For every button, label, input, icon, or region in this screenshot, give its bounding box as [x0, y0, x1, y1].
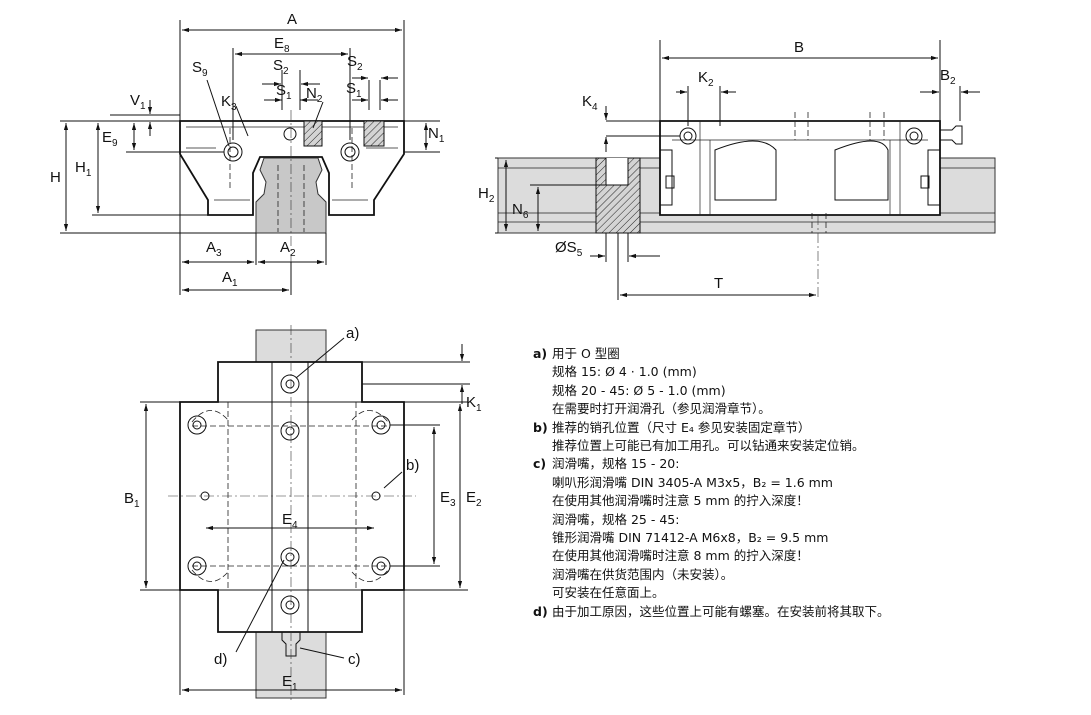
note-line: 推荐的销孔位置（尺寸 E₄ 参见安装固定章节）	[552, 419, 811, 435]
dim-B1: B1	[124, 490, 140, 510]
dim-V1: V1	[130, 92, 146, 112]
dim-N6: N6	[512, 201, 529, 221]
dim-E3: E3	[440, 489, 456, 509]
note-key: d)	[533, 603, 548, 619]
dim-E2: E2	[466, 489, 482, 509]
notes-list: a) 用于 O 型圈规格 15: Ø 4 · 1.0 (mm) 规格 20 - 45…	[533, 345, 1073, 621]
note-line: 喇叭形润滑嘴 DIN 3405-A M3x5，B₂ = 1.6 mm	[552, 474, 833, 490]
dim-H: H	[50, 169, 61, 186]
dim-S1-right: S1	[346, 80, 362, 100]
note-line: 规格 20 - 45: Ø 5 - 1.0 (mm)	[552, 382, 726, 398]
dim-K3: K3	[221, 93, 237, 113]
side-view-labels: B K2 B2 K4 H2 N6 ØS5 T	[478, 39, 956, 292]
dim-E1: E1	[282, 673, 298, 693]
dim-E4: E4	[282, 511, 298, 531]
dim-H1: H1	[75, 159, 92, 179]
dim-S1-left: S1	[276, 82, 292, 102]
dim-S2-left: S2	[273, 57, 289, 77]
note-line: 规格 15: Ø 4 · 1.0 (mm)	[552, 364, 697, 380]
note-key: c)	[533, 456, 547, 472]
callout-a: a)	[346, 325, 359, 342]
note-body: 用于 O 型圈规格 15: Ø 4 · 1.0 (mm) 规格 20 - 45: …	[552, 345, 771, 419]
dim-N2: N2	[306, 85, 323, 105]
note-line: 润滑嘴，规格 15 - 20:	[552, 456, 680, 472]
note-line: 在使用其他润滑嘴时注意 5 mm 的拧入深度！	[552, 493, 809, 509]
dim-N1: N1	[428, 125, 445, 145]
note-item: b)推荐的销孔位置（尺寸 E₄ 参见安装固定章节） 推荐位置上可能已有加工用孔。可…	[533, 419, 1073, 456]
dim-B2: B2	[940, 67, 956, 87]
note-item: a) 用于 O 型圈规格 15: Ø 4 · 1.0 (mm) 规格 20 - 45…	[533, 345, 1073, 419]
dim-A1: A1	[222, 269, 238, 289]
dim-S2-right: S2	[347, 53, 363, 73]
top-view	[140, 325, 470, 700]
dim-K2: K2	[698, 69, 714, 89]
note-line: 润滑嘴在供货范围内（未安装）。	[552, 566, 734, 582]
note-line: 润滑嘴，规格 25 - 45:	[552, 511, 680, 527]
front-view	[60, 20, 440, 295]
note-line: 由于加工原因，这些位置上可能有螺塞。在安装前将其取下。	[552, 603, 890, 619]
note-line: 锥形润滑嘴 DIN 71412-A M6x8，B₂ = 9.5 mm	[552, 530, 829, 546]
side-view	[495, 40, 996, 300]
note-key: b)	[533, 419, 548, 435]
front-view-labels: A E8 S9 S2 S2 V1 K3 S1 N2 S1 N1 E9 H H1 …	[50, 11, 445, 289]
dim-H2: H2	[478, 185, 495, 205]
dim-A2: A2	[280, 239, 296, 259]
note-line: 在需要时打开润滑孔（参见润滑章节）。	[552, 401, 771, 417]
dim-A3: A3	[206, 239, 222, 259]
dim-E8: E8	[274, 35, 290, 55]
callout-b: b)	[406, 457, 419, 474]
dim-S5: ØS5	[555, 239, 583, 259]
top-view-labels: a) K1 b) B1 E3 E2 E4 d) c) E1	[124, 325, 482, 693]
dim-S9: S9	[192, 59, 208, 79]
dim-E9: E9	[102, 129, 118, 149]
note-body: 由于加工原因，这些位置上可能有螺塞。在安装前将其取下。	[552, 603, 890, 621]
note-body: 润滑嘴，规格 15 - 20: 喇叭形润滑嘴 DIN 3405-A M3x5，B₂…	[552, 455, 833, 602]
dim-K1: K1	[466, 394, 482, 414]
note-line: 在使用其他润滑嘴时注意 8 mm 的拧入深度！	[552, 548, 809, 564]
dim-A: A	[287, 11, 297, 28]
note-item: d)由于加工原因，这些位置上可能有螺塞。在安装前将其取下。	[533, 603, 1073, 621]
note-body: 推荐的销孔位置（尺寸 E₄ 参见安装固定章节） 推荐位置上可能已有加工用孔。可以钻…	[552, 419, 865, 456]
note-line: 推荐位置上可能已有加工用孔。可以钻通来安装定位销。	[552, 438, 865, 454]
note-line: 可安装在任意面上。	[552, 585, 665, 601]
dim-B: B	[794, 39, 804, 56]
callout-d: d)	[214, 651, 227, 668]
note-line: 用于 O 型圈	[552, 346, 620, 361]
note-key: a)	[533, 346, 548, 361]
note-item: c) 润滑嘴，规格 15 - 20: 喇叭形润滑嘴 DIN 3405-A M3x5，…	[533, 455, 1073, 602]
callout-c: c)	[348, 651, 361, 668]
dim-K4: K4	[582, 93, 598, 113]
dim-T: T	[714, 275, 723, 292]
